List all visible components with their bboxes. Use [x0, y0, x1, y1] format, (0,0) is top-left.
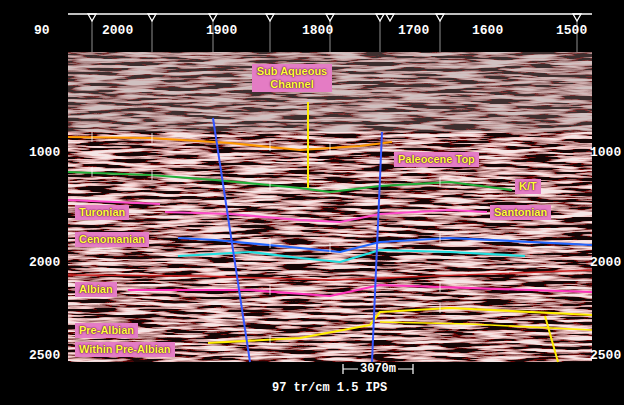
shotpoint-markers — [88, 14, 581, 52]
horizon-name: Sub Aqueous Channel — [256, 65, 328, 91]
horizon-name: Cenomanian — [79, 233, 145, 246]
horizon-label: Pre-Albian — [75, 323, 138, 338]
time-number: 1000 — [590, 145, 621, 160]
time-number: 2500 — [29, 348, 60, 363]
horizon-label: K/T — [515, 179, 541, 194]
horizon-name: Albian — [79, 283, 113, 296]
horizon-name: Paleocene Top — [398, 153, 475, 166]
time-number: 2000 — [29, 255, 60, 270]
axis-number: 1600 — [472, 23, 503, 38]
horizon-label: Paleocene Top — [394, 152, 479, 167]
horizons — [68, 137, 592, 343]
seismic-texture — [68, 52, 592, 362]
horizon-label: Turonian — [75, 205, 129, 220]
axis-number: 2000 — [102, 23, 133, 38]
horizon-label: Albian — [75, 282, 117, 297]
horizon-name: Within Pre-Albian — [79, 343, 171, 356]
scale-length: 3070m — [358, 362, 398, 376]
axis-number: 1700 — [398, 23, 429, 38]
scale-note: 97 tr/cm 1.5 IPS — [270, 381, 389, 395]
axis-number: 90 — [34, 23, 50, 38]
horizon-label: Santonian — [490, 205, 551, 220]
red-tint — [68, 52, 592, 362]
faults — [213, 102, 558, 362]
channel-label: Sub Aqueous Channel — [252, 64, 332, 92]
horizon-label: Cenomanian — [75, 232, 149, 247]
axis-number: 1800 — [302, 23, 333, 38]
horizon-name: Santonian — [494, 206, 547, 219]
axis-number: 1900 — [206, 23, 237, 38]
horizon-name: Turonian — [79, 206, 125, 219]
horizon-name: K/T — [519, 180, 537, 193]
axis-number: 1500 — [556, 23, 587, 38]
horizon-label: Within Pre-Albian — [75, 342, 175, 357]
horizon-name: Pre-Albian — [79, 324, 134, 337]
time-number: 2000 — [590, 255, 621, 270]
time-number: 1000 — [29, 145, 60, 160]
time-number: 2500 — [590, 348, 621, 363]
